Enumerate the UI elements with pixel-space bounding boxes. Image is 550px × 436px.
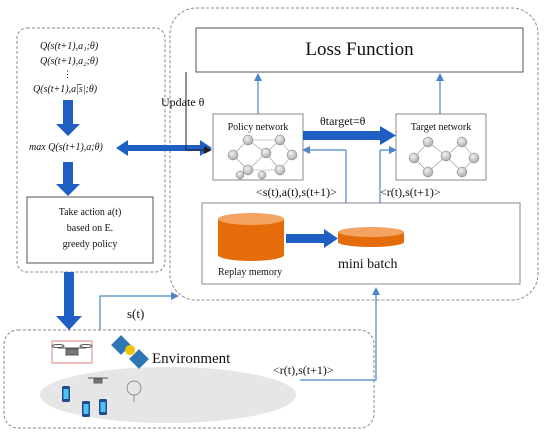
satellite-icon	[111, 335, 149, 369]
left-policy-double-arrow	[116, 140, 212, 156]
mini-batch-label: mini batch	[338, 257, 398, 272]
action-line-1: Take action a(t)	[58, 207, 122, 218]
target-network-label: Target network	[410, 122, 472, 133]
q-line-last: Q(s(t+1),a|̅s|;θ)	[33, 84, 98, 95]
environment-label: Environment	[152, 351, 231, 367]
loss-function-box	[195, 27, 524, 73]
theta-target-arrow	[303, 126, 396, 145]
loss-function-title: Loss Function	[305, 39, 414, 60]
left-flow-arrows	[56, 100, 82, 330]
tuple-rs-top-label: <r(t),s(t+1)>	[380, 185, 441, 199]
state-label: s(t)	[127, 306, 145, 321]
max-q-label: max Q(s(t+1),a;θ)	[29, 142, 103, 153]
tuple-rs-bottom-label: <r(t),s(t+1)>	[273, 363, 334, 377]
thin-connectors	[99, 73, 444, 381]
target-network-nodes	[408, 136, 480, 178]
environment-panel-frame	[3, 329, 375, 429]
mini-batch-cylinder	[338, 227, 404, 247]
q-line-2: Q(s(t+1),a₂;θ)	[40, 56, 99, 67]
action-line-3: greedy policy	[62, 239, 118, 250]
target-network-box	[395, 113, 487, 181]
policy-network-label: Policy network	[227, 122, 289, 133]
drone-icon	[51, 340, 93, 364]
replay-memory-label: Replay memory	[218, 267, 283, 278]
drone-small-icon	[88, 377, 108, 384]
theta-target-label: θtarget=θ	[320, 114, 366, 128]
right-panel-frame	[169, 7, 539, 301]
balloon-icon	[126, 380, 142, 402]
tuple-sas-label: <s(t),a(t),s(t+1)>	[256, 185, 337, 199]
phone-icons	[62, 386, 107, 417]
policy-network-nodes	[227, 134, 298, 180]
action-box	[26, 196, 154, 264]
update-theta-label: Update θ	[161, 95, 205, 109]
q-line-1: Q(s(t+1),a₁;θ)	[40, 41, 99, 52]
environment-ellipse	[40, 367, 296, 423]
update-theta-line	[185, 72, 212, 154]
replay-to-minibatch-arrow	[286, 229, 338, 248]
replay-memory-cylinder	[218, 213, 284, 261]
action-line-2: based on E.	[66, 223, 114, 234]
q-line-ellipsis: ⋮	[63, 69, 72, 79]
